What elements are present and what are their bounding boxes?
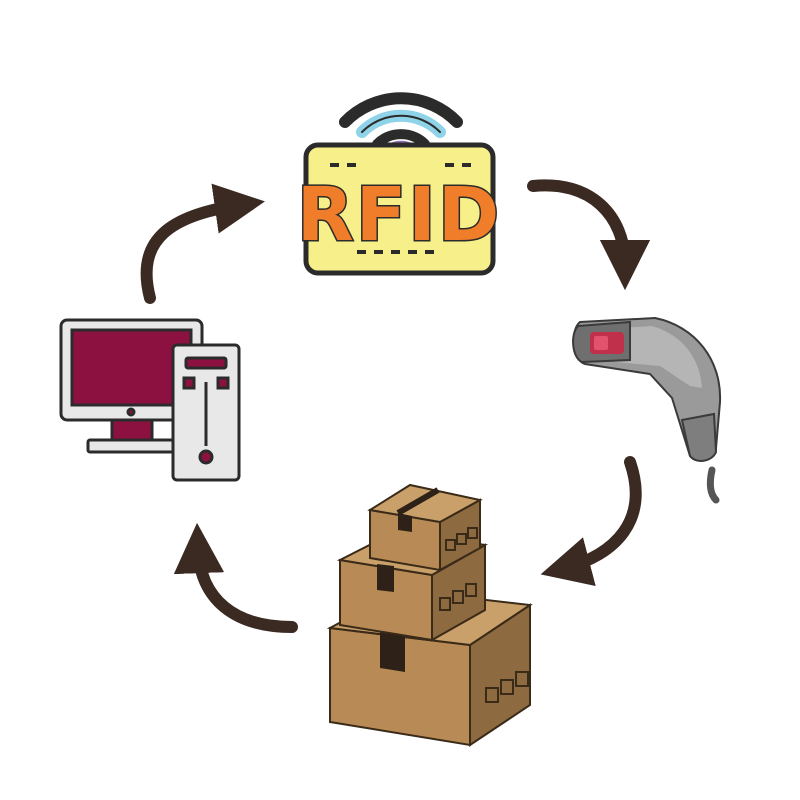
monitor-icon — [59, 318, 204, 454]
pc-tower-icon — [171, 343, 241, 482]
desktop-computer-icon — [59, 318, 241, 482]
arrow-computer-to-rfid — [140, 183, 265, 304]
arrow-boxes-to-computer — [173, 522, 298, 633]
rfid-label: RFID — [297, 172, 502, 258]
arrow-rfid-to-scanner — [527, 179, 651, 291]
barcode-scanner-icon — [572, 316, 722, 504]
arrow-scanner-to-boxes — [540, 456, 642, 587]
cardboard-boxes-icon — [326, 483, 533, 747]
rfid-tag-icon: RFID — [295, 92, 502, 276]
